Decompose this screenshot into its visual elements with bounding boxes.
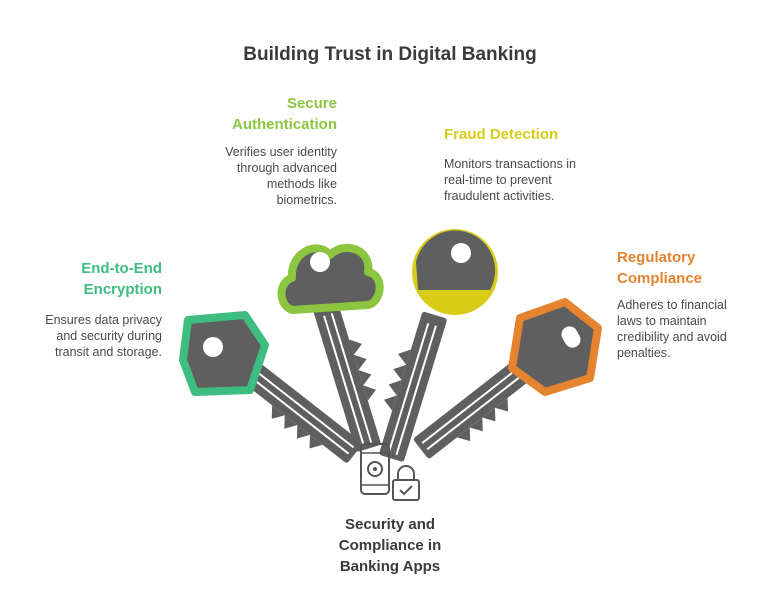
encryption-desc-line-1: Ensures data privacy	[45, 313, 162, 327]
compliance-heading-line-2: Compliance	[617, 270, 703, 287]
authentication-desc-line-4: biometrics.	[276, 193, 337, 207]
authentication-heading-line-2: Authentication	[232, 116, 337, 133]
compliance-desc-line-1: Adheres to financial	[617, 298, 727, 312]
encryption-heading: End-to-End Encryption	[30, 258, 162, 300]
fraud-detection-key-icon	[379, 229, 498, 462]
authentication-desc-line-1: Verifies user identity	[225, 145, 337, 159]
fraud-desc-line-1: Monitors transactions in	[444, 157, 577, 171]
compliance-heading-line-1: Regulatory	[617, 249, 696, 266]
phone-lock-icon	[360, 443, 420, 501]
fraud-desc-line-2: real-time to prevent	[444, 173, 552, 187]
compliance-desc-line-2: laws to maintain	[617, 314, 707, 328]
center-label-line-3: Banking Apps	[339, 558, 441, 575]
fraud-heading: Fraud Detection	[444, 124, 624, 145]
fraud-heading-line-1: Fraud Detection	[444, 126, 559, 143]
compliance-desc-line-4: penalties.	[617, 346, 671, 360]
center-label-line-2: Compliance in	[338, 537, 442, 554]
encryption-heading-line-2: Encryption	[83, 281, 162, 298]
encryption-desc-line-2: and security during	[56, 329, 162, 343]
encryption-heading-line-1: End-to-End	[81, 260, 162, 277]
fraud-description: Monitors transactions in real-time to pr…	[444, 156, 624, 204]
center-label: Security and Compliance in Banking Apps	[290, 514, 490, 577]
authentication-heading: Secure Authentication	[180, 93, 337, 135]
compliance-heading: Regulatory Compliance	[617, 247, 767, 289]
authentication-heading-line-1: Secure	[286, 95, 337, 112]
encryption-desc-line-3: transit and storage.	[54, 345, 162, 359]
encryption-key-icon	[179, 311, 362, 463]
compliance-desc-line-3: credibility and avoid	[617, 330, 727, 344]
authentication-key-icon	[277, 243, 384, 452]
center-label-line-1: Security and	[344, 516, 436, 533]
encryption-description: Ensures data privacy and security during…	[20, 312, 162, 360]
authentication-desc-line-2: through advanced	[236, 161, 337, 175]
diagram-title: Building Trust in Digital Banking	[243, 44, 537, 65]
fraud-desc-line-3: fraudulent activities.	[444, 189, 555, 203]
compliance-key-icon	[413, 298, 602, 459]
authentication-description: Verifies user identity through advanced …	[180, 144, 337, 208]
authentication-desc-line-3: methods like	[266, 177, 337, 191]
compliance-description: Adheres to financial laws to maintain cr…	[617, 297, 767, 361]
